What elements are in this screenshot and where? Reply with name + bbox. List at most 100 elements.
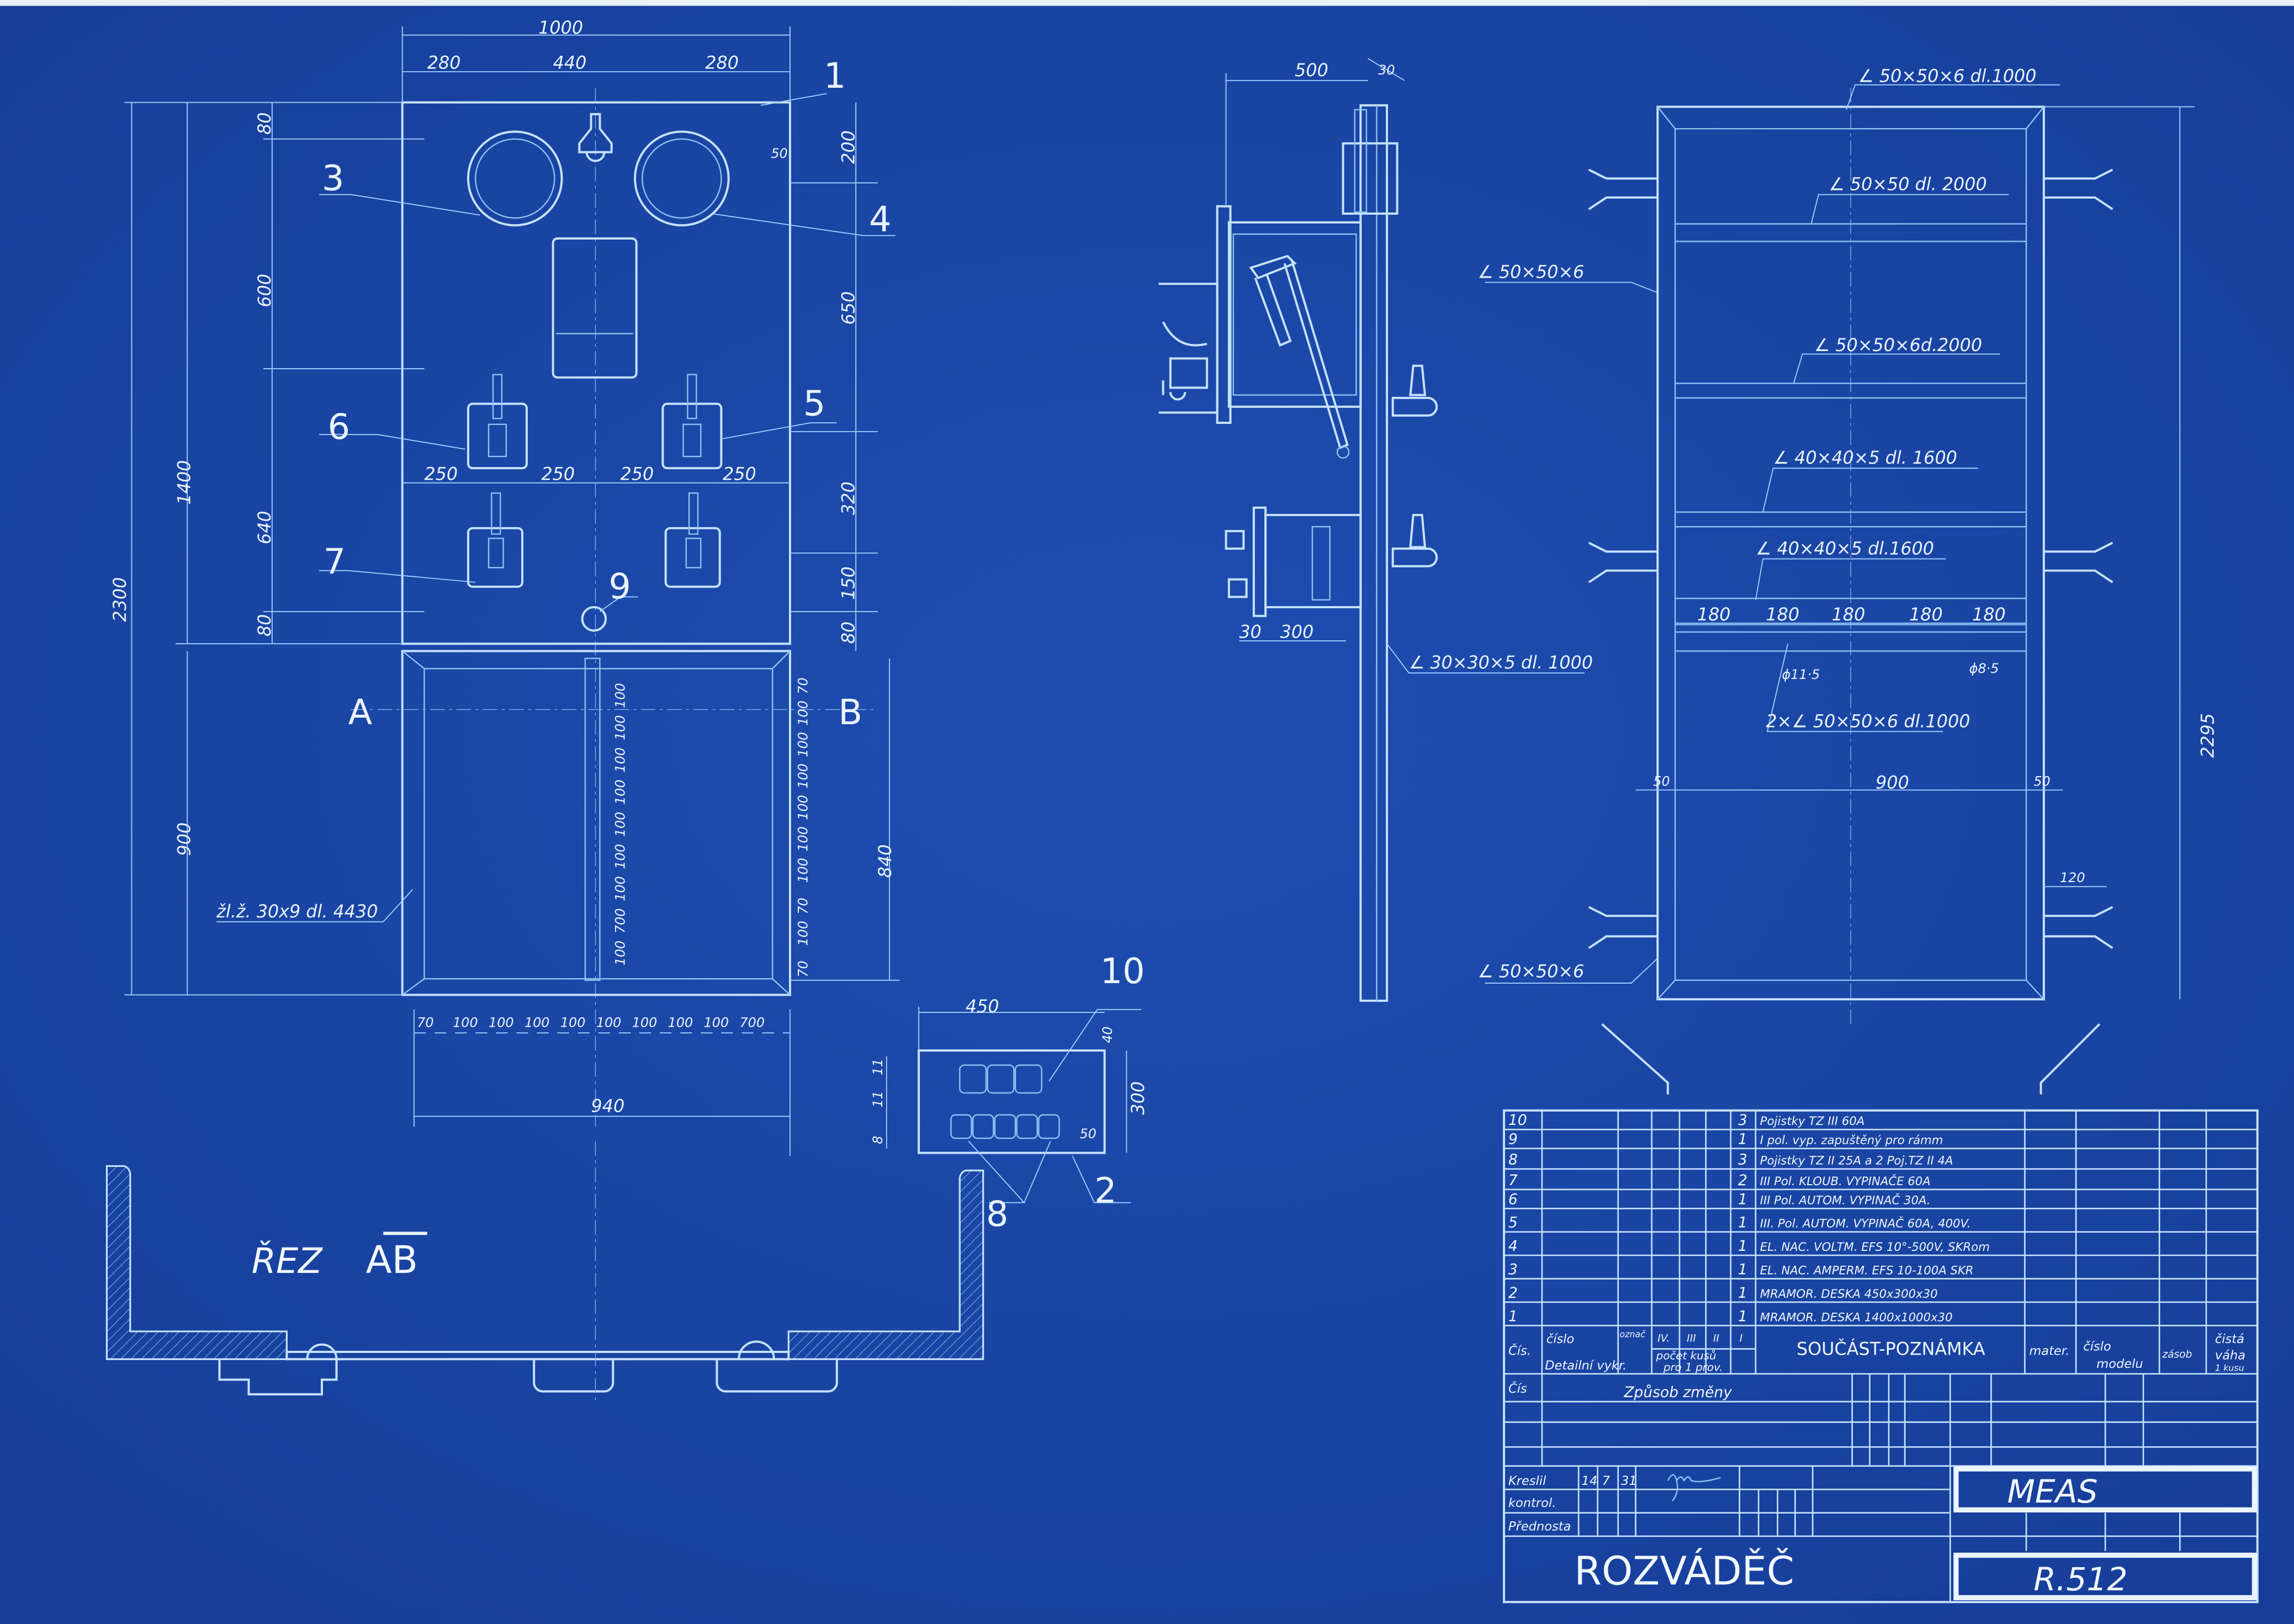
dim-upper-offset: 650 <box>839 291 859 325</box>
drawing-title: ROZVÁDĚČ <box>1574 1547 1794 1594</box>
part-description: MRAMOR. DESKA 450x300x30 <box>1760 1287 1938 1301</box>
dim-frame-middle: 900 <box>1876 773 1909 793</box>
strip-note: žl.ž. 30x9 dl. 4430 <box>216 901 378 922</box>
part-label-9: 9 <box>608 566 631 607</box>
fuse-panel: 450 40 300 11 11 8 50 10 2 8 <box>870 951 1148 1234</box>
dim-overall-width: 1000 <box>538 18 583 38</box>
ammeter <box>634 130 730 227</box>
marble-panel <box>401 101 791 645</box>
frame-spacing-label: 700 <box>740 1015 765 1031</box>
frame-spacing-label: 100 <box>453 1015 478 1031</box>
dim-top-margin: 80 <box>255 112 275 134</box>
parts-list-row: 5 1 III. Pol. AUTOM. VYPINAČ 60A, 400V. <box>1508 1214 1970 1232</box>
sign-year: 31 <box>1621 1474 1637 1488</box>
header-count-col: IV. <box>1657 1333 1670 1344</box>
frame-spacing-label: 70 <box>796 960 811 977</box>
lamp-icon <box>578 113 613 162</box>
header-weight: čistá <box>2215 1332 2244 1346</box>
header-count-col: II <box>1713 1333 1719 1344</box>
title-block-grid <box>1504 1110 2258 1602</box>
fuses-tz3 <box>959 1064 1042 1094</box>
frame-spacing-label: 100 <box>796 858 811 883</box>
wall-brackets <box>1588 168 2113 1095</box>
frame-spacing-label: 100 <box>612 812 628 837</box>
right-dimensions: 200 650 320 150 80 50 840 <box>771 102 900 981</box>
section-mark-a: A <box>348 692 373 733</box>
frame-view: ∠ 50×50×6 dl.1000 ∠ 50×50 dl. 2000 ∠ 50×… <box>1477 66 2218 1095</box>
sign-head: Přednosta <box>1508 1519 1571 1533</box>
angle-note: ∠ 30×30×5 dl. 1000 <box>1409 652 1593 673</box>
top-dimensions: 1000 280 440 280 <box>401 18 791 103</box>
header-count: počet kusů <box>1656 1349 1716 1362</box>
flush-switch-9 <box>581 606 607 632</box>
part-label-8: 8 <box>986 1193 1008 1234</box>
part-label-1: 1 <box>824 55 846 96</box>
part-description: III. Pol. AUTOM. VYPINAČ 60A, 400V. <box>1760 1217 1971 1230</box>
dim-lower-offset: 150 <box>839 566 859 600</box>
part-quantity: 1 <box>1738 1261 1747 1278</box>
frame-spacing-label: 100 <box>796 826 811 852</box>
frame-spacing-label: 100 <box>612 715 628 741</box>
dim-side-depth: 500 <box>1295 60 1328 81</box>
part-number: 4 <box>1508 1238 1518 1255</box>
part-label-10: 10 <box>1100 951 1145 991</box>
part-number: 8 <box>1508 1151 1518 1169</box>
frame-spacing-label: 100 <box>796 732 811 757</box>
frame-spacing-label: 100 <box>796 921 811 946</box>
frame-spacing-label: 100 <box>596 1015 622 1031</box>
sign-day: 14 <box>1582 1474 1598 1488</box>
parts-list-header: Čís. číslo Detailní vykr. označ IV. III … <box>1508 1329 2245 1374</box>
breaker-6 <box>467 374 528 470</box>
part-label-7: 7 <box>324 541 346 582</box>
header-part: SOUČÁST-POZNÁMKA <box>1797 1338 1985 1359</box>
hole-diameter-small: ϕ8·5 <box>1969 661 1999 676</box>
frame-spacing-label: 100 <box>560 1015 586 1031</box>
part-label-3: 3 <box>322 158 344 199</box>
signature <box>1667 1474 1721 1502</box>
dim-frame-left: 50 <box>1653 773 1670 789</box>
sign-drawn: Kreslil <box>1508 1474 1546 1488</box>
voltmeter <box>467 130 563 227</box>
part-description: EL. NAC. VOLTM. EFS 10°-500V, SKRom <box>1760 1240 1990 1254</box>
frame-label-top: ∠ 50×50×6 dl.1000 <box>1858 66 2036 86</box>
part-quantity: 3 <box>1738 1151 1747 1169</box>
part-description: Pojistky TZ II 25A a 2 Poj.TZ II 4A <box>1760 1154 1953 1167</box>
part-quantity: 1 <box>1738 1214 1747 1232</box>
part-number: 3 <box>1508 1261 1518 1278</box>
dim-bar-spacing: 180 <box>1972 604 2006 625</box>
frame-spacing-label: 700 <box>612 908 628 933</box>
frame-spacing-label: 100 <box>796 795 811 820</box>
part-quantity: 3 <box>1738 1112 1747 1129</box>
section-title: ŘEZ <box>252 1240 323 1281</box>
frame-spacing-label: 100 <box>796 763 811 789</box>
frame-label-bar4: ∠ 40×40×5 dl.1600 <box>1756 539 1934 559</box>
switch-box <box>552 237 638 379</box>
frame-spacing-label: 100 <box>632 1015 658 1031</box>
part-number: 5 <box>1508 1214 1518 1232</box>
part-number: 6 <box>1508 1191 1518 1208</box>
header-count-col: III <box>1687 1333 1696 1344</box>
part-label-5: 5 <box>803 383 825 424</box>
dim-lower-depth: 300 <box>1280 622 1314 643</box>
frame-spacing-label: 100 <box>612 941 628 966</box>
parts-list-row: 8 3 Pojistky TZ II 25A a 2 Poj.TZ II 4A <box>1508 1151 1953 1169</box>
left-dimensions: 2300 1400 80 600 640 80 900 <box>110 102 425 996</box>
dim-panel-height: 1400 <box>174 460 194 505</box>
frame-spacing-label: 100 <box>489 1015 514 1031</box>
part-number: 1 <box>1508 1308 1518 1325</box>
frame-spacing-label: 70 <box>796 677 811 694</box>
header-stock: zásob <box>2162 1349 2192 1361</box>
part-quantity: 1 <box>1738 1131 1747 1148</box>
part-label-2: 2 <box>1094 1170 1116 1211</box>
frame-label-bar2: ∠ 50×50×6d.2000 <box>1814 335 1982 355</box>
changes-no: Čís <box>1508 1381 1527 1396</box>
header-drawing-sub: Detailní vykr. <box>1545 1358 1627 1373</box>
dim-switch-spacing: 250 <box>621 464 654 484</box>
frame-label-bar1: ∠ 50×50 dl. 2000 <box>1829 174 1986 195</box>
dim-frame-right: 50 <box>2033 773 2050 789</box>
knife-switch-7-right <box>664 492 721 588</box>
